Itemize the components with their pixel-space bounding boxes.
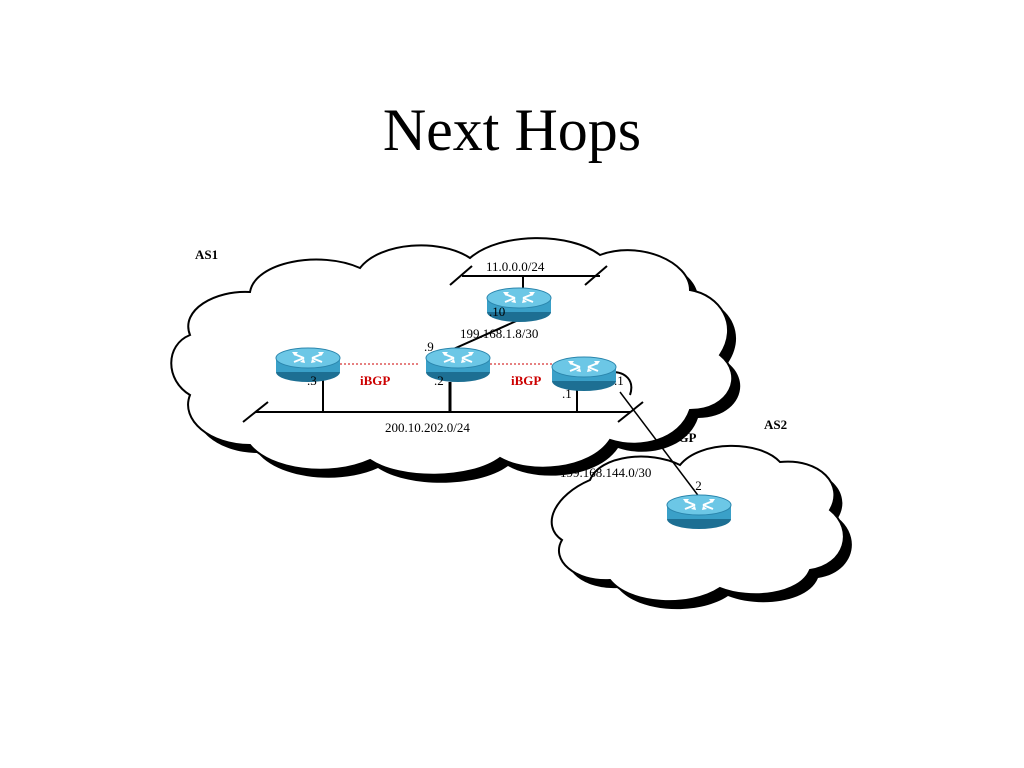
ebgp-subnet-label: 199.168.144.0/30 [560,465,651,480]
center-router-interface-down: .2 [434,373,444,388]
bottom-subnet-label: 200.10.202.0/24 [385,420,470,435]
ebgp-label: eBGP [664,430,697,445]
ebgp-link [619,391,701,499]
right-router-interface-lan: .1 [562,386,572,401]
top-bus-end-right [584,265,608,286]
center-router-interface-up: .9 [424,339,434,354]
slide-title: Next Hops [382,97,642,163]
bottom-bus-end-left [242,401,269,423]
left-router-interface: .3 [307,373,317,388]
ibgp-label-left: iBGP [360,373,390,388]
top-bus-end-left [449,265,473,286]
right-router-interface-ebgp: .1 [614,373,624,388]
as2-router-interface: .2 [692,478,702,493]
as1-label: AS1 [195,247,218,262]
top-router-interface: .10 [489,304,505,319]
router-as2 [666,494,732,530]
as2-label: AS2 [764,417,787,432]
mid-subnet-label: 199.168.1.8/30 [460,326,538,341]
bottom-bus-end-right [617,401,644,423]
ibgp-label-right: iBGP [511,373,541,388]
top-subnet-label: 11.0.0.0/24 [486,259,545,274]
